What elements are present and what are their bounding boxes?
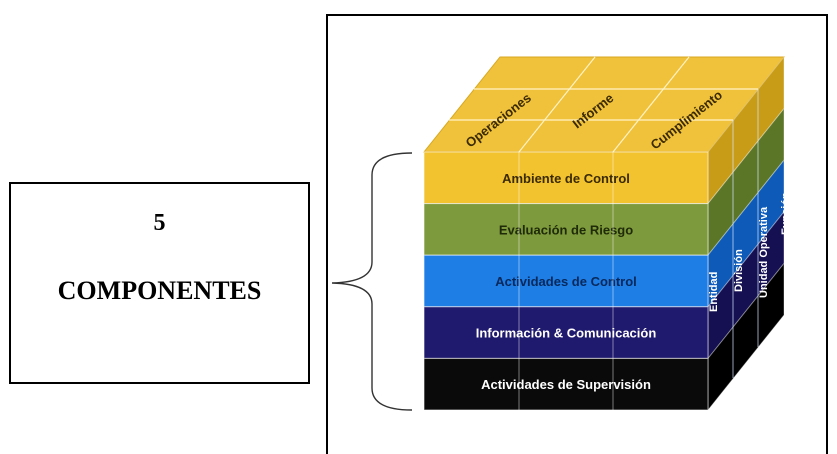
layer-actividades-control: [423, 254, 709, 308]
layer-label-actividades-control: Actividades de Control: [495, 274, 637, 289]
curly-brace: [331, 152, 413, 411]
layer-label-ambiente: Ambiente de Control: [502, 171, 630, 186]
components-box: 5 COMPONENTES: [9, 182, 310, 384]
side-label-entidad: Entidad: [708, 272, 720, 312]
components-label: COMPONENTES: [57, 276, 262, 305]
components-count: 5: [153, 210, 166, 236]
layer-supervision: [423, 357, 709, 411]
layer-evaluacion: [423, 203, 709, 256]
layer-label-supervision: Actividades de Supervisión: [481, 377, 651, 392]
side-grid: [732, 89, 759, 378]
layer-ambiente: [423, 151, 709, 205]
side-label-division: División: [733, 249, 745, 292]
diagram-frame: [326, 14, 828, 454]
side-label-unidad-operativa: Unidad Operativa: [758, 206, 770, 298]
layer-informacion: [423, 306, 709, 359]
cube-side-faces: [707, 55, 785, 412]
top-grid: [449, 56, 758, 153]
layer-label-informacion: Información & Comunicación: [476, 326, 657, 341]
front-grid: [518, 152, 614, 410]
layer-label-evaluacion: Evaluación de Riesgo: [499, 222, 633, 237]
side-label-funcion: Función: [780, 192, 792, 235]
